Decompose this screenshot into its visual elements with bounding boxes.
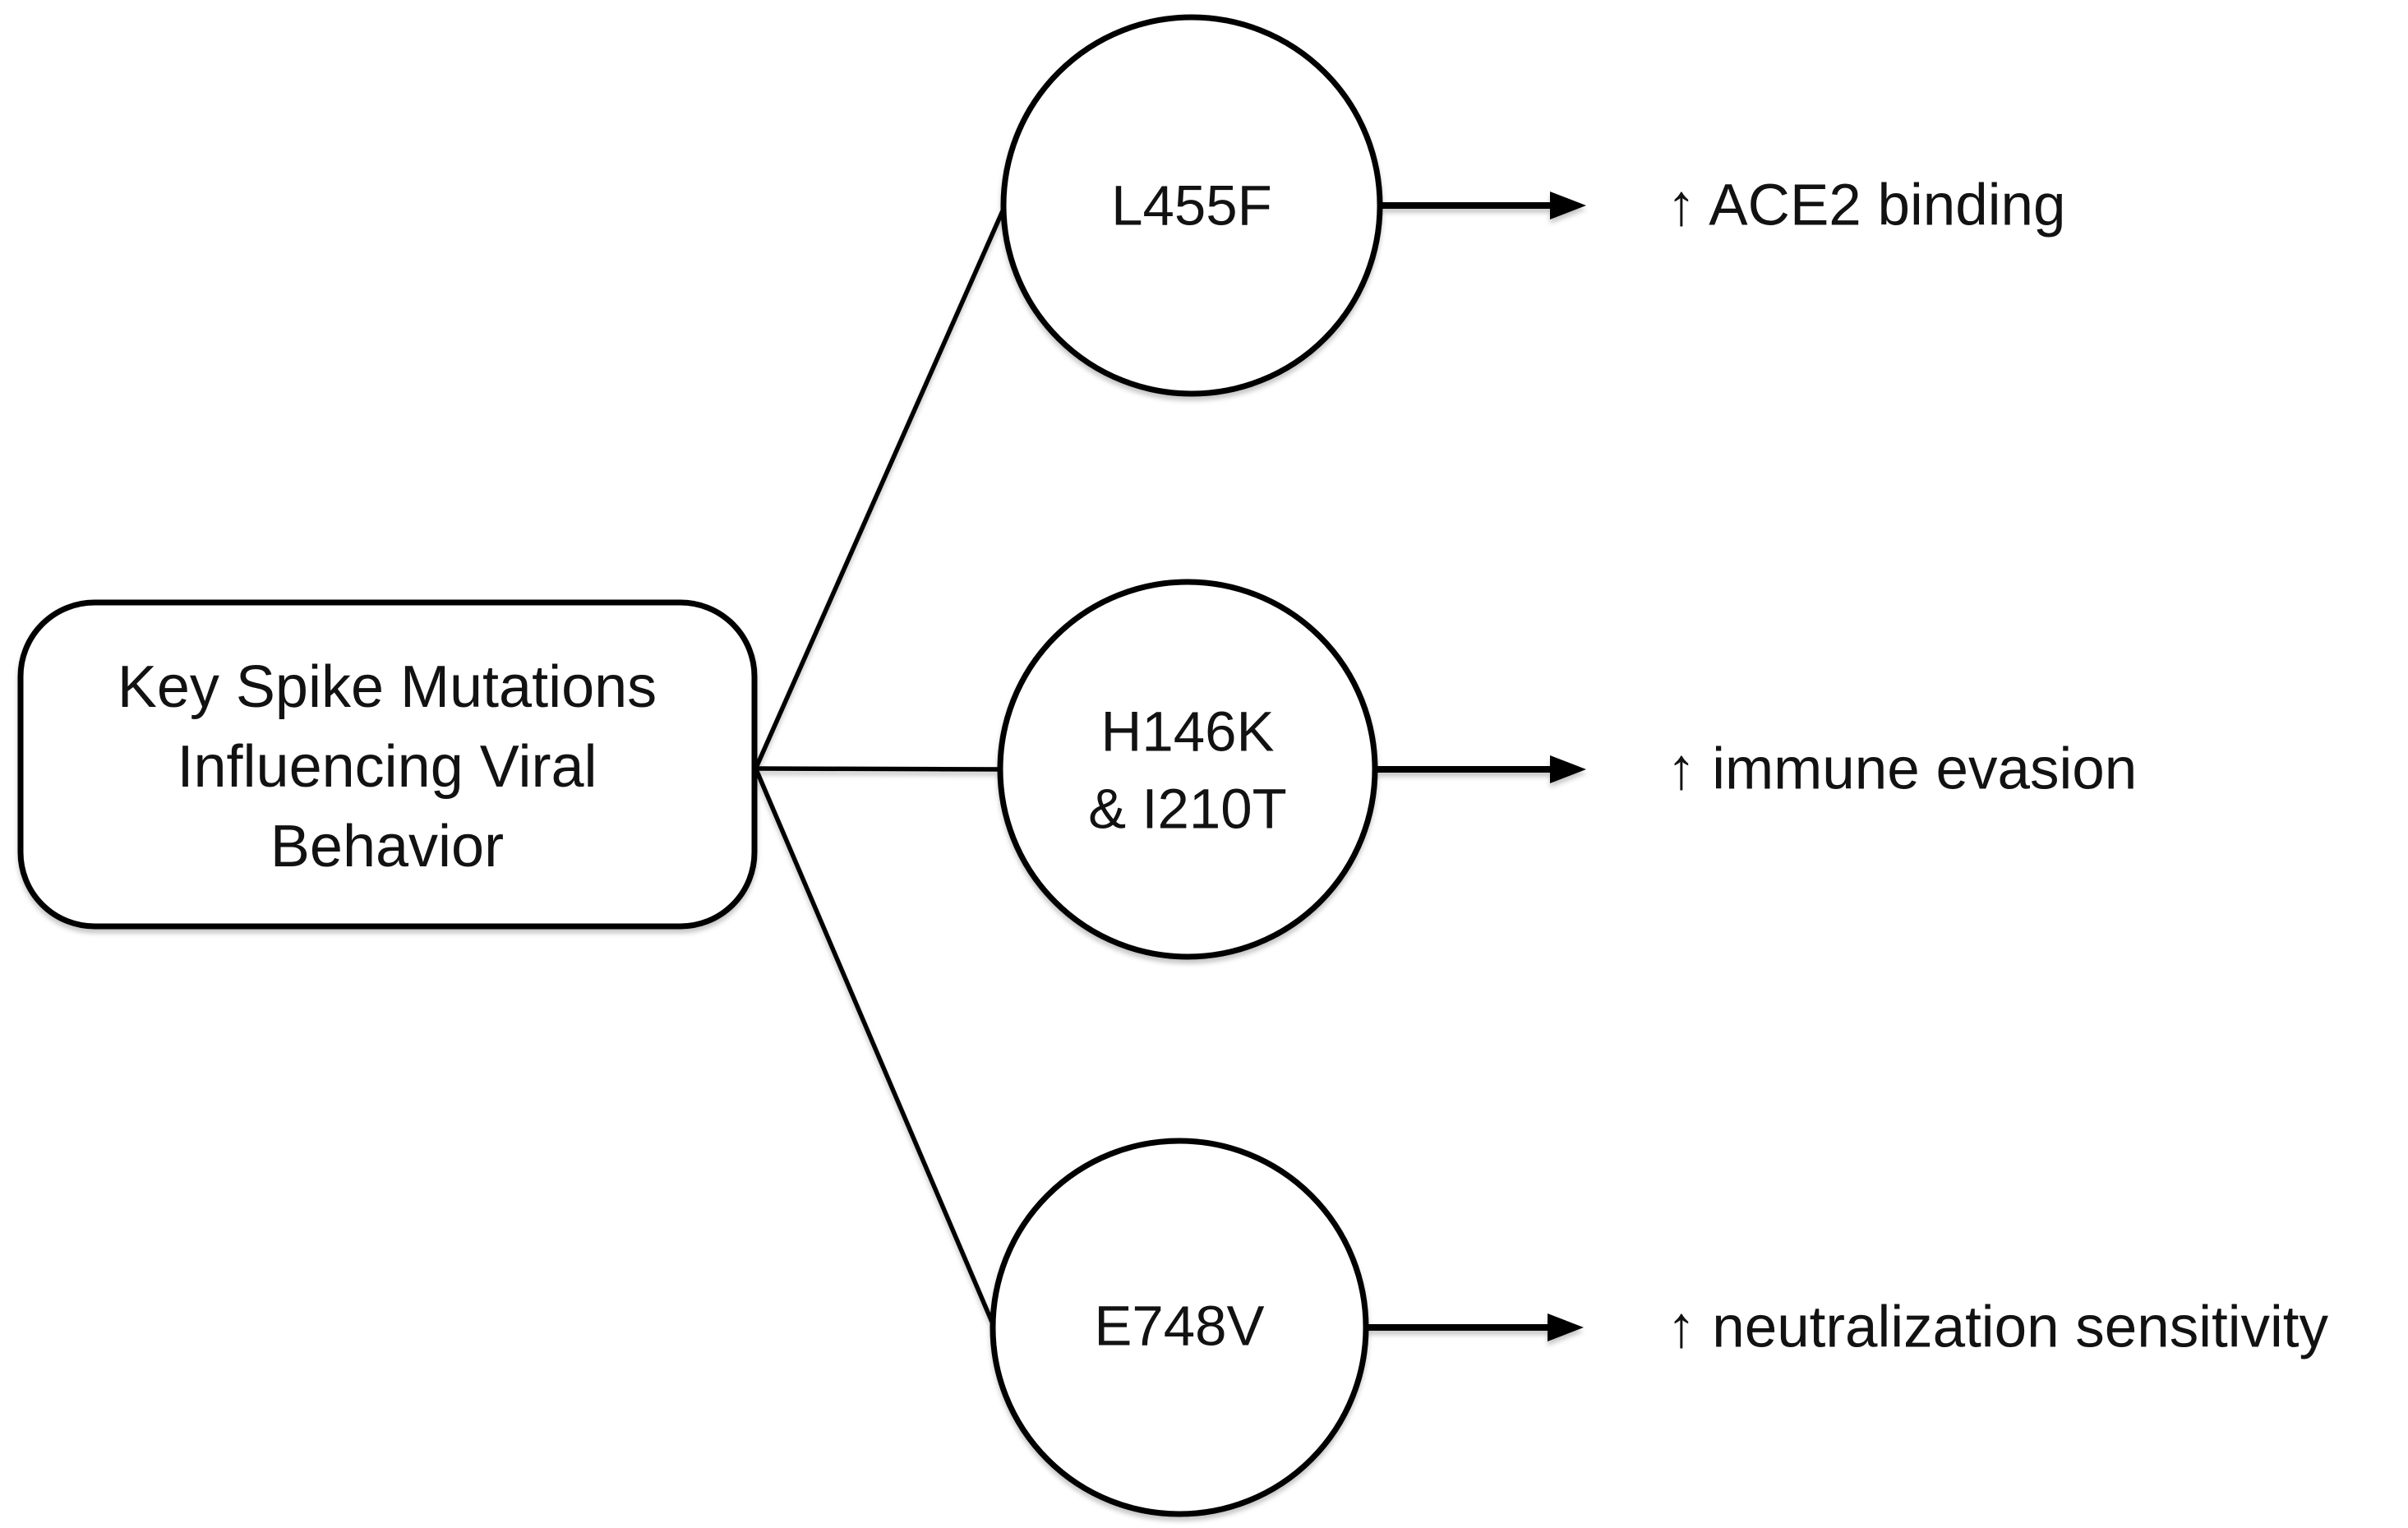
mutation-node-h146k-i210t-label-line-1: H146K [1101, 700, 1275, 764]
mutation-node-h146k-i210t-circle [997, 579, 1378, 960]
connector-box-to-e748v [754, 768, 996, 1327]
title-box [17, 599, 758, 930]
title-box-line-3: Behavior [270, 814, 504, 879]
mutation-node-l455f-label: L455F [1111, 174, 1272, 238]
outcome-label-ace2-binding: ↑ ACE2 binding [1667, 173, 2066, 238]
diagram-shapes [17, 14, 1586, 1517]
arrow-head-icon-e748v [1548, 1313, 1584, 1341]
title-box-line-1: Key Spike Mutations [118, 654, 657, 720]
mutation-node-e748v-label: E748V [1094, 1295, 1264, 1358]
arrow-head-icon-l455f [1550, 192, 1586, 219]
connector-box-to-l455f [754, 205, 1007, 769]
mutation-node-h146k-i210t-label-line-2: & I210T [1088, 778, 1287, 841]
title-box-line-2: Influencing Viral [178, 734, 597, 800]
arrow-head-icon-h146k-i210t [1550, 755, 1586, 783]
outcome-label-immune-evasion: ↑ immune evasion [1667, 737, 2137, 802]
outcome-label-neutralization-sensitivity: ↑ neutralization sensitivity [1667, 1295, 2329, 1360]
